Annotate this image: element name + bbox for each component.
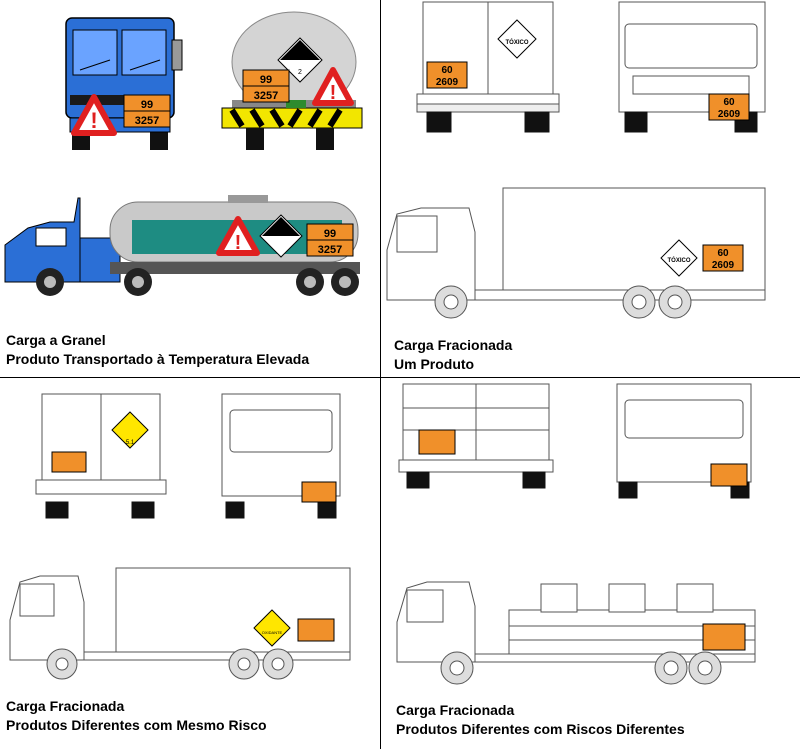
- panel-same-risk: 5.1 OXIDANTE Carga Fracionada Produtos D…: [0, 378, 380, 749]
- oxidizer-diamond-side: OXIDANTE: [253, 609, 291, 647]
- caption-line-1: Carga Fracionada: [6, 698, 125, 714]
- orange-plate-side: 60 2609: [702, 244, 744, 272]
- single-product-illustration: TÓXICO 60 2609 60 2609: [386, 1, 766, 319]
- toxic-diamond-rear: TÓXICO: [497, 19, 537, 59]
- orange-plate-front: [301, 481, 337, 503]
- vertical-divider: [380, 0, 381, 749]
- svg-text:!: !: [330, 82, 337, 104]
- caption-line-1: Carga Fracionada: [394, 337, 513, 353]
- plate-bottom-number: 3257: [135, 115, 159, 127]
- plate-bottom-number: 3257: [254, 90, 278, 102]
- plate-top-number: 60: [441, 65, 453, 76]
- plate-bottom-number: 3257: [318, 244, 342, 256]
- caption-line-2: Produto Transportado à Temperatura Eleva…: [6, 351, 310, 367]
- different-risks-illustration: [396, 383, 756, 685]
- caption-different-risks: Carga Fracionada Produtos Diferentes com…: [396, 701, 685, 739]
- svg-text:!: !: [235, 232, 242, 254]
- panel-single-product: TÓXICO 60 2609 60 2609: [381, 0, 800, 377]
- panel-different-risks: Carga Fracionada Produtos Diferentes com…: [381, 378, 800, 749]
- caption-bulk-cargo: Carga a Granel Produto Transportado à Te…: [6, 331, 309, 369]
- diamond-number: 5.1: [126, 440, 135, 446]
- flatbed-truck-side-view: [396, 581, 756, 685]
- orange-plate-rear: 60 2609: [426, 61, 468, 89]
- hazard-diamond-side: [259, 214, 303, 258]
- warning-triangle-side: !: [216, 216, 260, 256]
- caption-line-2: Produtos Diferentes com Riscos Diferente…: [396, 721, 685, 737]
- warning-triangle-rear: !: [312, 67, 354, 106]
- orange-plate-front: 99 3257: [123, 94, 171, 128]
- bulk-cargo-illustration: ! 99 3257 2: [4, 11, 363, 296]
- orange-plate-side: 99 3257: [306, 223, 354, 257]
- warning-triangle-front: !: [71, 94, 117, 136]
- orange-plate-rear: 99 3257: [242, 69, 290, 103]
- orange-plate-rear: [51, 451, 87, 473]
- box-truck-side-view: [386, 187, 766, 319]
- toxic-diamond-side: TÓXICO: [660, 239, 698, 277]
- orange-plate-rear: [418, 429, 456, 455]
- same-risk-illustration: 5.1 OXIDANTE: [9, 393, 351, 680]
- truck-front-view: [221, 393, 341, 519]
- diamond-label: TÓXICO: [667, 256, 690, 264]
- plate-top-number: 60: [717, 248, 729, 259]
- orange-plate-front: 60 2609: [708, 93, 750, 121]
- box-truck-side-view: [9, 567, 351, 680]
- orange-plate-side: [702, 623, 746, 651]
- caption-line-1: Carga a Granel: [6, 332, 106, 348]
- horizontal-divider: [0, 377, 800, 378]
- panel-bulk-cargo: ! 99 3257 2: [0, 0, 380, 377]
- orange-plate-front: [710, 463, 748, 487]
- plate-top-number: 60: [723, 97, 735, 108]
- blue-truck-front-view: [65, 17, 183, 150]
- svg-text:2: 2: [298, 69, 302, 76]
- caption-line-1: Carga Fracionada: [396, 702, 515, 718]
- caption-line-2: Um Produto: [394, 356, 475, 372]
- diamond-label: TÓXICO: [505, 38, 528, 46]
- caption-line-2: Produtos Diferentes com Mesmo Risco: [6, 717, 267, 733]
- caption-same-risk: Carga Fracionada Produtos Diferentes com…: [6, 697, 267, 735]
- diamond-label: OXIDANTE: [262, 630, 283, 635]
- truck-rear-view: [416, 1, 560, 133]
- plate-top-number: 99: [141, 99, 153, 111]
- plate-bottom-number: 2609: [436, 77, 459, 88]
- plate-top-number: 99: [260, 74, 272, 86]
- plate-bottom-number: 2609: [718, 109, 741, 120]
- caption-single-product: Carga Fracionada Um Produto: [394, 336, 512, 374]
- orange-plate-side: [297, 618, 335, 642]
- svg-text:!: !: [90, 108, 97, 133]
- plate-top-number: 99: [324, 228, 336, 240]
- oxidizer-diamond-rear: 5.1: [111, 411, 149, 449]
- plate-bottom-number: 2609: [712, 260, 735, 271]
